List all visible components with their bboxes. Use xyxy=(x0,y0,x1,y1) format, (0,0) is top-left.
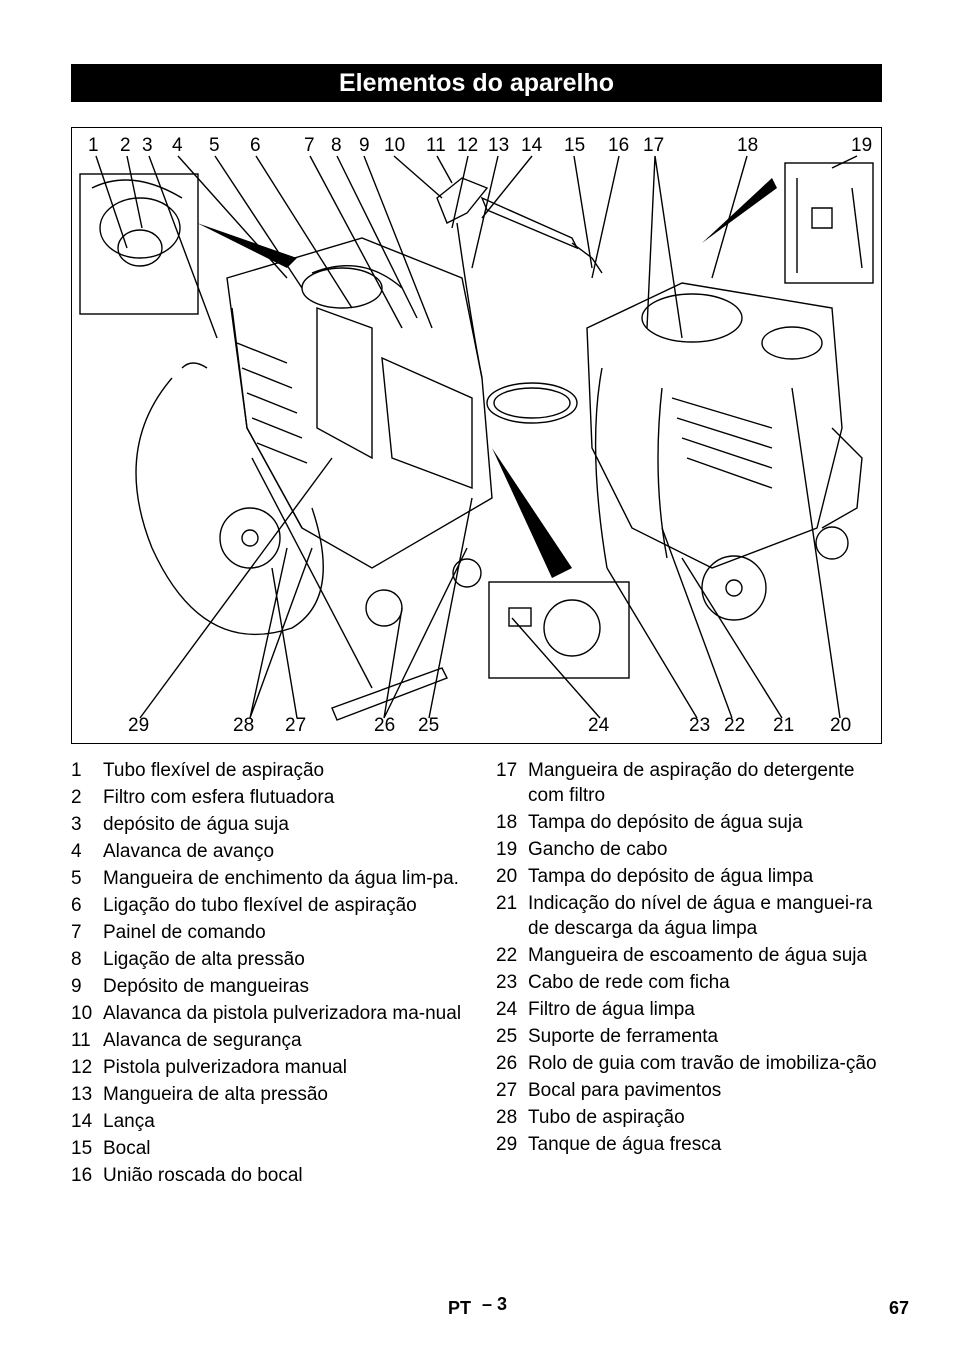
callout-top: 5 xyxy=(209,135,220,156)
callout-top: 4 xyxy=(172,135,183,156)
right-wheel xyxy=(701,555,767,621)
page-number: 67 xyxy=(889,1298,910,1318)
callout-top: 6 xyxy=(250,135,261,156)
callout-top: 1 xyxy=(88,135,99,156)
callout-top: 11 xyxy=(426,135,446,156)
callout-bottom: 24 xyxy=(588,715,610,736)
left-machine-body xyxy=(226,237,493,569)
callout-top: 14 xyxy=(521,135,543,156)
callout-top: 3 xyxy=(142,135,153,156)
footer-lang: PT xyxy=(448,1298,472,1318)
spray-gun xyxy=(436,177,489,224)
callout-bottom: 23 xyxy=(689,715,711,736)
callout-top: 18 xyxy=(737,135,759,156)
inset-float-filter xyxy=(79,173,199,315)
callout-bottom: 25 xyxy=(418,715,440,736)
callout-top: 10 xyxy=(384,135,406,156)
callout-top: 9 xyxy=(359,135,370,156)
callout-bottom: 26 xyxy=(374,715,396,736)
machine-drawing xyxy=(79,155,874,721)
callout-bottom: 29 xyxy=(128,715,150,736)
callout-bottom: 28 xyxy=(233,715,255,736)
page-title: Elementos do aparelho xyxy=(71,64,882,102)
footer-language-page: PT – 3 xyxy=(448,1294,507,1319)
callout-top: 13 xyxy=(488,135,510,156)
callout-bottom: 21 xyxy=(773,715,795,736)
callout-top: 17 xyxy=(643,135,665,156)
suction-tube xyxy=(251,457,373,689)
callout-top: 2 xyxy=(120,135,131,156)
callout-top: 12 xyxy=(457,135,479,156)
callout-top: 7 xyxy=(304,135,315,156)
lance xyxy=(480,196,579,250)
inset-water-filter xyxy=(488,581,630,679)
right-machine-body xyxy=(586,282,843,569)
suction-hose xyxy=(135,377,324,636)
device-illustration: 1 2 3 4 5 6 7 8 9 10 11 12 13 14 15 16 1… xyxy=(71,127,882,744)
callout-bottom: 22 xyxy=(724,715,746,736)
floor-nozzle xyxy=(331,667,448,721)
callout-top: 19 xyxy=(851,135,873,156)
drain-hose xyxy=(594,367,608,569)
callout-top: 8 xyxy=(331,135,342,156)
callout-bottom: 20 xyxy=(830,715,852,736)
left-wheel xyxy=(219,507,281,569)
callout-top: 16 xyxy=(608,135,630,156)
callout-top: 15 xyxy=(564,135,586,156)
callout-bottom: 27 xyxy=(285,715,307,736)
inset-cable-hook xyxy=(784,162,874,284)
footer-section-page: – 3 xyxy=(482,1294,508,1314)
